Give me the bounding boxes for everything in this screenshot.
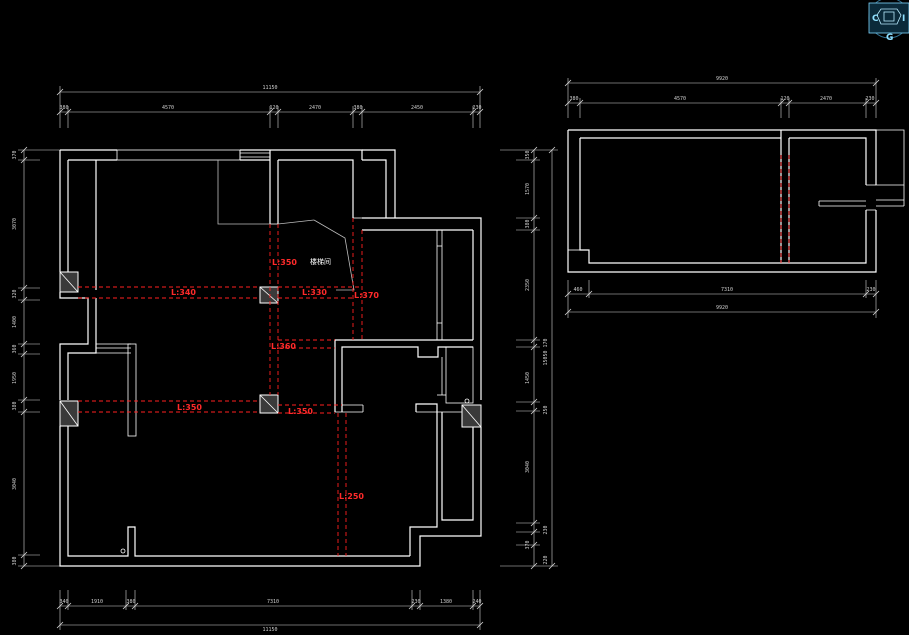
beam-label-stair: L:350 — [272, 258, 297, 267]
bottom-dim-7: 240 — [472, 599, 481, 605]
upper-top-dim-1: 380 — [569, 96, 578, 102]
left-dim-3: 320 — [12, 289, 18, 298]
upper-floor-plan: 9920 380 4570 120 2470 230 — [564, 76, 905, 318]
left-dim-7: 380 — [12, 401, 18, 410]
upper-top-dim-4: 2470 — [820, 96, 832, 102]
left-dim-2: 3070 — [12, 218, 18, 230]
left-dim-1: 370 — [12, 150, 18, 159]
top-dim-1: 380 — [59, 105, 68, 111]
top-dim-2: 4570 — [162, 105, 174, 111]
beam-label-center-upper: L:330 — [302, 288, 327, 297]
beam-label-west-lower: L:350 — [177, 403, 202, 412]
right-dimension-chain: 350 1570 380 2350 170 1450 250 3040 230 … — [500, 146, 558, 570]
bottom-dim-3: 380 — [126, 599, 135, 605]
right-dim-1: 350 — [525, 150, 531, 159]
upper-bottom-dim-2: 7310 — [721, 287, 733, 293]
bottom-overall-dim: 11150 — [262, 627, 277, 633]
left-dim-5: 360 — [12, 344, 18, 353]
right-dim-8: 3040 — [525, 461, 531, 473]
right-overall-dim: 15050 — [543, 350, 549, 365]
top-dim-6: 2450 — [411, 105, 423, 111]
stairwell-label: 楼梯间 — [310, 257, 331, 266]
beam-lines — [78, 218, 363, 556]
bottom-dim-1: 340 — [59, 599, 68, 605]
upper-bottom-overall-dim: 9920 — [716, 305, 728, 311]
upper-bottom-dim-1: 460 — [573, 287, 582, 293]
right-dim-10: 370 — [525, 540, 531, 549]
upper-top-dim-2: 4570 — [674, 96, 686, 102]
top-dim-5: 380 — [353, 105, 362, 111]
right-dim-3: 380 — [525, 219, 531, 228]
right-dim-11: 220 — [543, 555, 549, 564]
viewcube-letter-bottom[interactable]: G — [886, 33, 893, 43]
bottom-dim-2: 1910 — [91, 599, 103, 605]
upper-top-dim-3: 120 — [780, 96, 789, 102]
bottom-dim-6: 1380 — [440, 599, 452, 605]
right-dim-2: 1570 — [525, 183, 531, 195]
upper-bottom-dim-3: 230 — [866, 287, 875, 293]
right-dim-5: 170 — [543, 338, 549, 347]
top-dim-3: 120 — [269, 105, 278, 111]
structural-columns — [59, 271, 482, 428]
right-dim-9: 230 — [543, 525, 549, 534]
beam-label-center-lower: L:350 — [288, 407, 313, 416]
viewcube-letter-left[interactable]: C — [872, 14, 879, 24]
bottom-dim-5: 230 — [411, 599, 420, 605]
viewcube-center[interactable] — [883, 11, 895, 22]
left-dimension-chain: 370 3070 320 1400 360 1950 380 3040 380 — [12, 146, 60, 570]
beam-labels: L:350 L:340 L:330 L:370 L:360 L:350 L:35… — [171, 257, 379, 501]
bottom-dim-4: 7310 — [267, 599, 279, 605]
top-dimension-chain: 11150 380 4570 120 2470 380 2450 230 — [56, 85, 484, 128]
left-dim-6: 1950 — [12, 372, 18, 384]
top-dim-7: 230 — [472, 105, 481, 111]
main-floor-plan — [59, 149, 482, 567]
bottom-dimension-chain: 340 1910 380 7310 230 1380 240 11150 — [56, 590, 484, 633]
beam-label-east-upper: L:370 — [354, 291, 379, 300]
beam-label-west-upper: L:340 — [171, 288, 196, 297]
right-dim-7: 250 — [543, 405, 549, 414]
beam-label-center-mid: L:360 — [271, 342, 296, 351]
viewcube-letter-right[interactable]: I — [902, 14, 905, 24]
viewcube-top-outline — [876, 8, 902, 25]
top-overall-dim: 11150 — [262, 85, 277, 91]
left-dim-4: 1400 — [12, 316, 18, 328]
left-dim-9: 380 — [12, 556, 18, 565]
upper-top-overall-dim: 9920 — [716, 76, 728, 82]
beam-label-south: L:250 — [339, 492, 364, 501]
left-dim-8: 3040 — [12, 478, 18, 490]
upper-top-dim-5: 230 — [865, 96, 874, 102]
top-dim-4: 2470 — [309, 105, 321, 111]
right-dim-4: 2350 — [525, 279, 531, 291]
right-dim-6: 1450 — [525, 372, 531, 384]
viewcube-widget[interactable]: C I G — [868, 0, 909, 43]
